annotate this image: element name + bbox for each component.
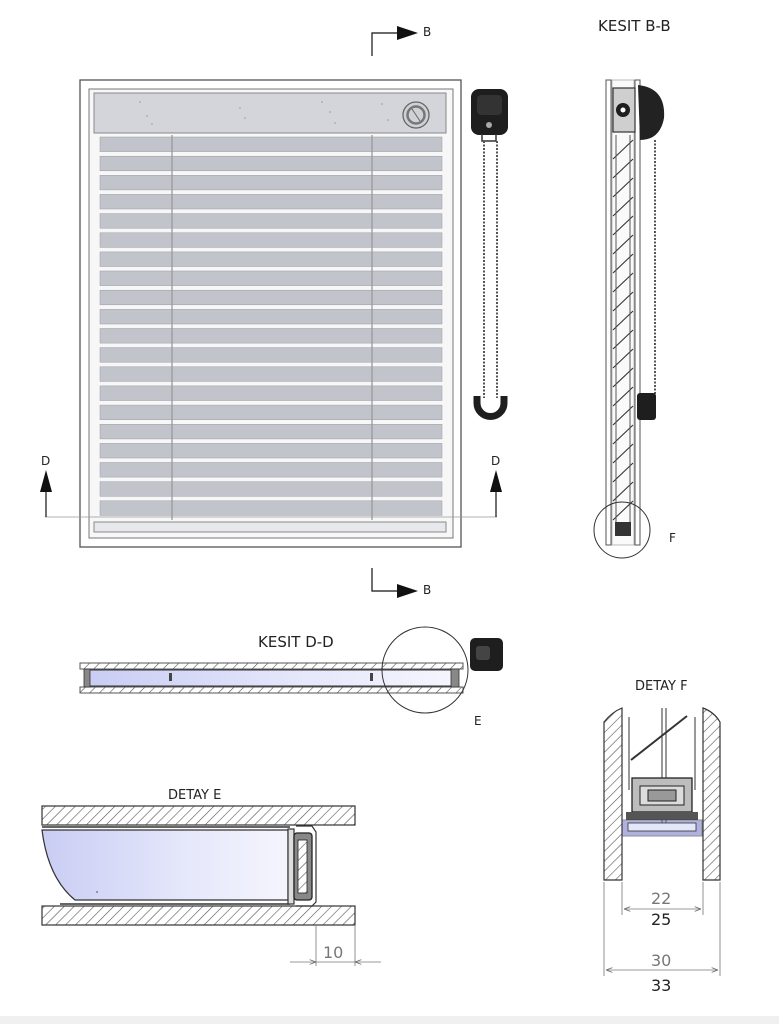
f-dimension-30-33: 30 33	[603, 882, 721, 995]
slat	[99, 194, 443, 210]
slat	[99, 270, 443, 286]
f-bottom-rail-profile	[621, 777, 703, 837]
slat	[99, 500, 443, 516]
e-dim-10-value: 10	[323, 943, 343, 962]
e-dimension-10: 10	[290, 926, 381, 966]
bb-chain-weight	[637, 393, 656, 420]
callout-f-label: F	[669, 531, 676, 545]
dd-left-edge	[83, 668, 91, 688]
detail-e-callout	[381, 626, 469, 714]
bb-left-wall	[605, 79, 612, 546]
detail-f-callout	[593, 501, 651, 559]
bottom-rail	[93, 521, 447, 533]
headrail	[93, 92, 447, 134]
slat	[99, 347, 443, 363]
dd-clip-right	[370, 673, 373, 681]
dd-mechanism	[470, 638, 503, 671]
slat	[99, 366, 443, 382]
section-marker-b-bottom: B	[371, 568, 431, 598]
marker-d-right-label: D	[491, 454, 500, 468]
slat	[99, 443, 443, 459]
slat	[99, 481, 443, 497]
slat-stack	[99, 136, 443, 516]
marker-b-bottom-label: B	[423, 583, 431, 597]
e-bottom-wall	[41, 905, 356, 926]
e-top-wall	[41, 805, 356, 826]
slat	[99, 155, 443, 172]
dd-right-edge	[450, 668, 460, 688]
bb-headrail-mechanism	[612, 85, 665, 140]
slat	[99, 385, 443, 401]
slat	[99, 175, 443, 191]
section-bb-view: KESIT B-B F	[593, 17, 676, 559]
detail-e-title: DETAY E	[168, 788, 221, 803]
slat	[99, 309, 443, 325]
section-marker-b-top: B	[371, 25, 431, 56]
section-marker-d: D D	[40, 454, 502, 518]
front-view: B D	[40, 25, 508, 598]
slat	[99, 328, 443, 344]
f-dim-22-value: 22	[651, 889, 671, 908]
marker-d-left-label: D	[41, 454, 50, 468]
bb-slat-zigzag	[612, 135, 634, 522]
detail-f-view: DETAY F 22 25	[603, 679, 721, 995]
e-edge-profile	[287, 825, 317, 907]
slat	[99, 213, 443, 229]
section-dd-title: KESIT D-D	[258, 633, 334, 651]
dd-clip-left	[169, 673, 172, 681]
slat	[99, 136, 443, 152]
f-dimension-22-25: 22 25	[621, 882, 704, 929]
dd-glass	[87, 669, 453, 687]
ball-chain	[473, 141, 508, 420]
f-slat-line	[630, 715, 688, 761]
section-bb-title: KESIT B-B	[598, 17, 671, 35]
callout-e-label: E	[474, 714, 482, 728]
control-mechanism	[471, 89, 508, 142]
headrail-dots	[139, 101, 389, 125]
dd-top-wall	[79, 662, 464, 670]
slat	[99, 462, 443, 478]
section-dd-view: KESIT D-D E	[79, 626, 503, 728]
headrail-pulley-icon	[402, 101, 430, 129]
e-glass-panel	[41, 829, 289, 901]
f-dim-33-value: 33	[651, 976, 671, 995]
dd-bottom-wall	[79, 686, 464, 694]
bb-bottom-rail	[615, 522, 631, 536]
slat	[99, 232, 443, 248]
f-dim-25-value: 25	[651, 910, 671, 929]
slat	[99, 424, 443, 440]
f-left-wall	[603, 707, 623, 881]
f-right-wall	[702, 707, 721, 881]
slat	[99, 251, 443, 267]
slat	[99, 404, 443, 420]
footer-strip	[0, 1016, 779, 1024]
marker-b-top-label: B	[423, 25, 431, 39]
bb-slat-lines	[612, 139, 634, 521]
f-dim-30-value: 30	[651, 951, 671, 970]
bb-right-wall	[634, 79, 641, 546]
detail-e-view: DETAY E 10	[41, 788, 381, 966]
detail-f-title: DETAY F	[635, 679, 688, 694]
slat	[99, 289, 443, 306]
